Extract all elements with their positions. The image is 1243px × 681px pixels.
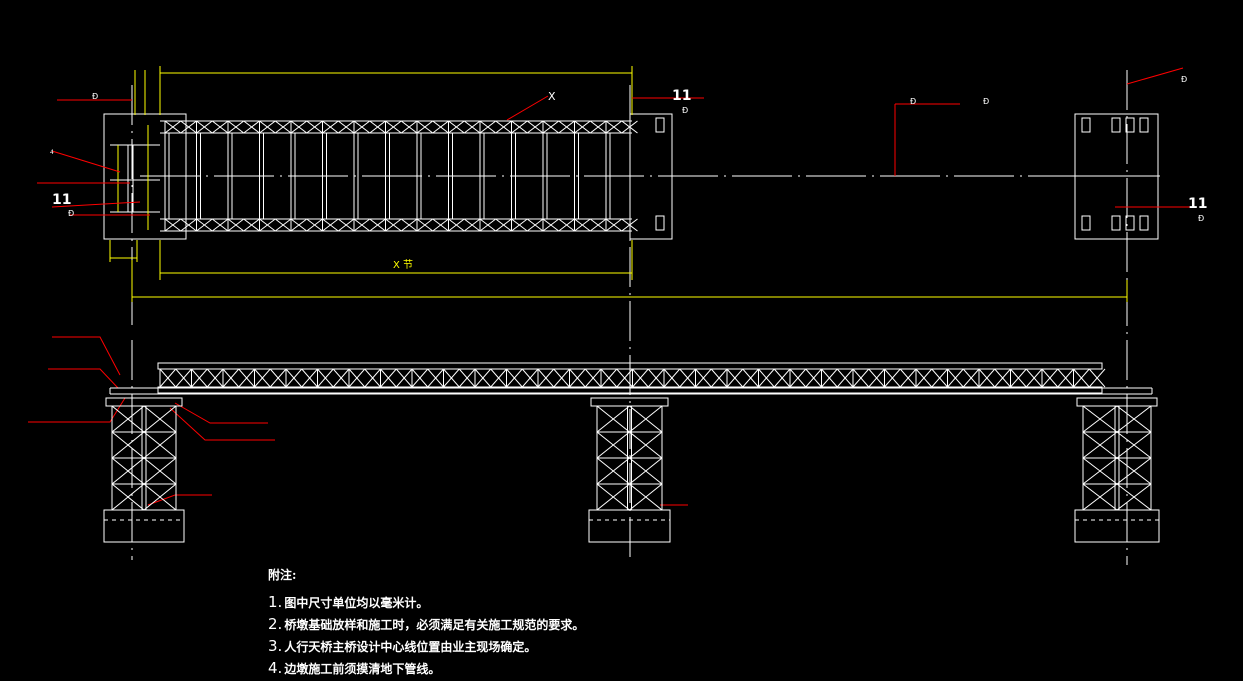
label-small-4: 4 bbox=[50, 149, 54, 156]
label-d-7: Ð bbox=[68, 209, 74, 218]
label-d-4: Ð bbox=[983, 97, 989, 106]
label-d-6: Ð bbox=[1198, 214, 1204, 223]
dimension-lines bbox=[109, 66, 1128, 302]
elevation-view bbox=[103, 362, 1160, 543]
label-d-2: Ð bbox=[682, 106, 688, 115]
note-item: 4.边墩施工前须摸清地下管线。 bbox=[268, 659, 441, 677]
note-item: 3.人行天桥主桥设计中心线位置由业主现场确定。 bbox=[268, 637, 537, 655]
leader-lines bbox=[28, 67, 1193, 506]
label-x-jie: X 节 bbox=[393, 259, 413, 271]
drawing-labels: X 11 11 11 Ð Ð Ð Ð Ð Ð Ð X 节 4 bbox=[50, 75, 1207, 271]
note-item: 2.桥墩基础放样和施工时，必须满足有关施工规范的要求。 bbox=[268, 615, 585, 633]
section-mark-3: 11 bbox=[1188, 196, 1207, 212]
section-mark-2: 11 bbox=[52, 192, 71, 208]
label-d-3: Ð bbox=[910, 97, 916, 106]
label-d-5: Ð bbox=[1181, 75, 1187, 84]
section-mark-1: 11 bbox=[672, 88, 691, 104]
label-x-top: X bbox=[548, 90, 556, 103]
note-item: 1.图中尺寸单位均以毫米计。 bbox=[268, 593, 429, 611]
label-d-1: Ð bbox=[92, 92, 98, 101]
notes-block: 附注: 1.图中尺寸单位均以毫米计。 2.桥墩基础放样和施工时，必须满足有关施工… bbox=[268, 566, 584, 681]
notes-title: 附注: bbox=[268, 568, 297, 582]
center-lines bbox=[131, 70, 1160, 565]
